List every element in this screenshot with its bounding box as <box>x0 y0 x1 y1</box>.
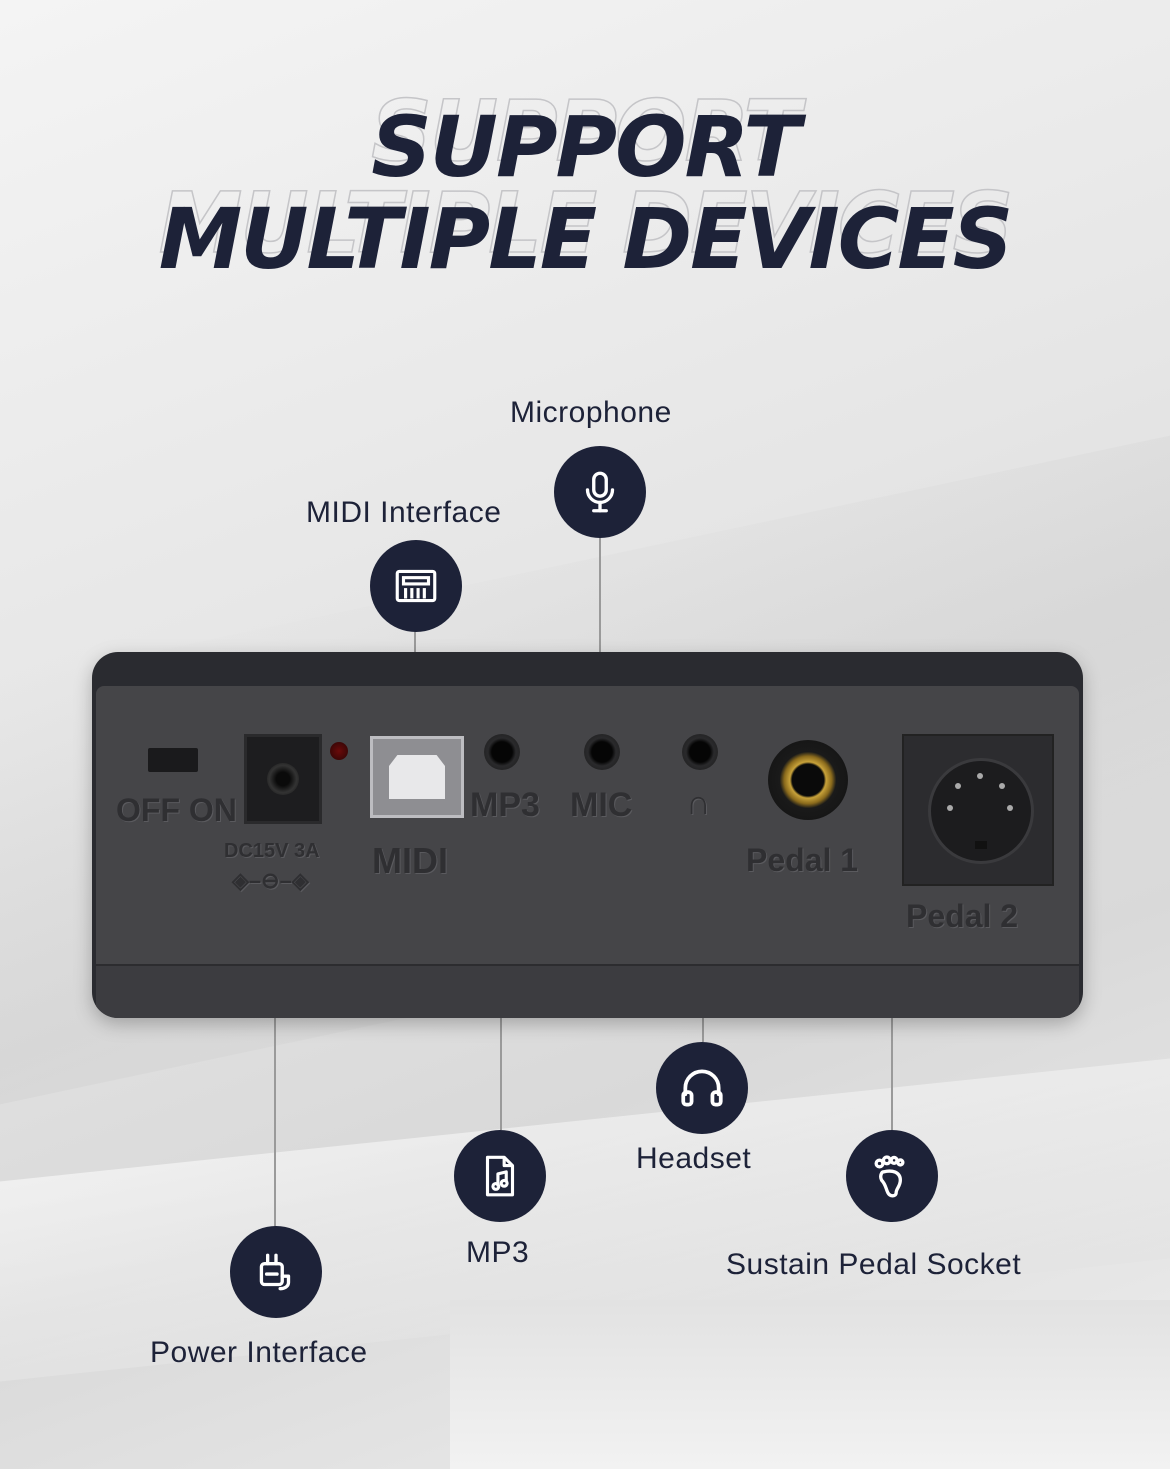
power-plug-icon <box>259 1253 291 1291</box>
headphones-icon <box>681 1069 723 1107</box>
mic-jack[interactable] <box>584 734 620 770</box>
dc-power-jack[interactable] <box>244 734 322 824</box>
music-file-icon <box>485 1155 515 1197</box>
pedal-1-label: Pedal 1 <box>746 842 859 878</box>
mp3-port-label: MP3 <box>470 786 540 824</box>
midi-interface-badge <box>370 540 462 632</box>
footprint-icon <box>874 1155 905 1198</box>
power-interface-badge <box>230 1226 322 1318</box>
title-ghost-2: MULTIPLE DEVICES <box>158 173 1014 273</box>
sustain-pedal-label: Sustain Pedal Socket <box>726 1248 1022 1281</box>
pedal-1-jack[interactable] <box>768 740 848 820</box>
pedal-2-label: Pedal 2 <box>906 898 1019 934</box>
microphone-badge <box>554 446 646 538</box>
switch-label: OFF ON <box>116 792 237 828</box>
power-switch[interactable] <box>148 748 198 772</box>
keyboard-icon <box>395 569 437 603</box>
microphone-label: Microphone <box>510 396 672 429</box>
sustain-pedal-badge <box>846 1130 938 1222</box>
mp3-badge <box>454 1130 546 1222</box>
page-title-line-2: MULTIPLE DEVICES <box>158 190 1014 288</box>
headset-badge <box>656 1042 748 1134</box>
power-led <box>330 742 348 760</box>
panel-bottom-band <box>96 964 1079 1018</box>
mp3-label: MP3 <box>466 1236 530 1269</box>
mic-port-label: MIC <box>570 786 633 824</box>
microphone-icon <box>585 471 615 513</box>
background-shape <box>450 1300 1170 1469</box>
midi-interface-label: MIDI Interface <box>306 496 502 529</box>
headphone-port-label: ∩ <box>686 784 711 822</box>
headphone-jack[interactable] <box>682 734 718 770</box>
pedal-2-din-socket[interactable] <box>902 734 1054 886</box>
power-spec-label: DC15V 3A <box>224 840 320 862</box>
keyboard-back-panel: OFF ON DC15V 3A ◈–⊖–◈ MIDI MP3 MIC ∩ Ped… <box>92 652 1083 1018</box>
usb-midi-port[interactable] <box>370 736 464 818</box>
title-ghost-1: SUPPORT <box>371 81 802 181</box>
connector-line-mic <box>599 538 601 738</box>
midi-port-label: MIDI <box>372 840 448 881</box>
mp3-jack[interactable] <box>484 734 520 770</box>
power-interface-label: Power Interface <box>150 1336 368 1369</box>
page-title-line-1: SUPPORT <box>371 98 800 196</box>
polarity-symbol: ◈–⊖–◈ <box>232 868 309 893</box>
headset-label: Headset <box>636 1142 752 1175</box>
